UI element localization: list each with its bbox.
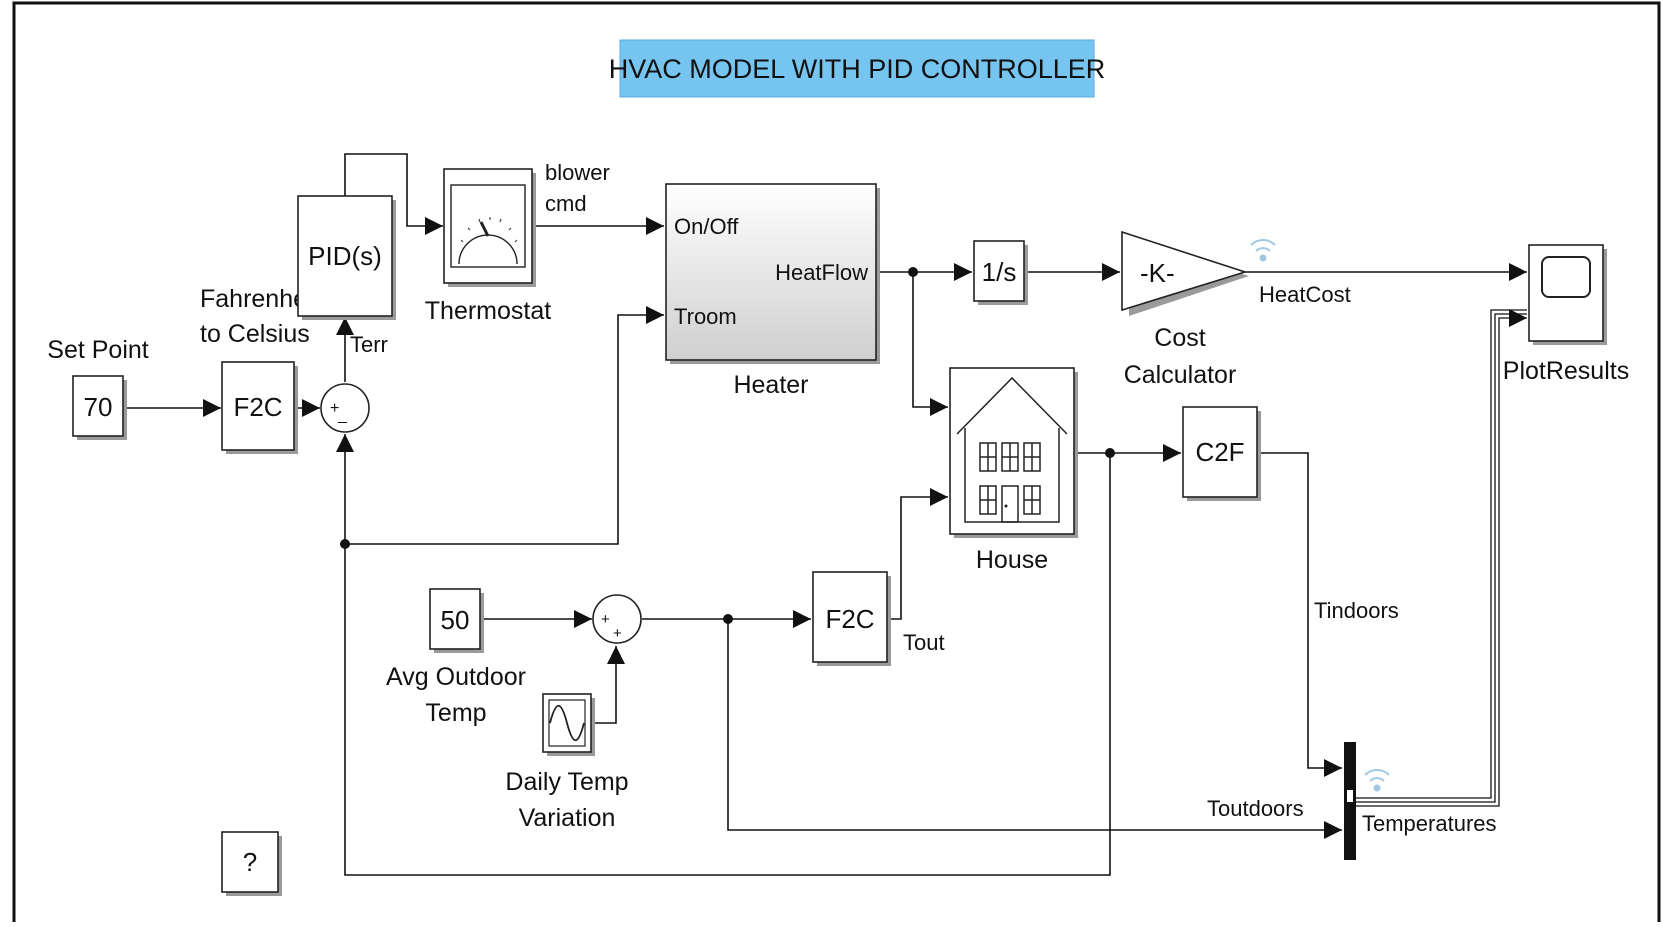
thermostat-block[interactable]: [443, 168, 536, 287]
pid-block-label: PID(s): [308, 241, 382, 271]
avg-outdoor-value: 50: [441, 605, 470, 635]
heater-port-troom: Troom: [674, 304, 737, 329]
setpoint-label: Set Point: [47, 336, 149, 364]
wire-heatflow-house: [912, 272, 948, 416]
heater-label: Heater: [733, 371, 808, 399]
wire-bus-b: [1354, 313, 1527, 803]
house-label: House: [976, 546, 1048, 574]
sum2-plus-sign-b: +: [613, 625, 622, 642]
integrator-label: 1/s: [982, 257, 1017, 287]
help-label: ?: [243, 847, 257, 877]
blower-label-line2: cmd: [545, 191, 587, 216]
branch-point: [723, 614, 733, 624]
branch-point: [340, 539, 350, 549]
f2c-outdoor-block[interactable]: F2C: [812, 571, 891, 666]
mux-logging-icon[interactable]: [1364, 769, 1390, 792]
wire-bus-a: [1354, 309, 1527, 799]
outer-frame: [12, 1, 1661, 927]
c2f-block[interactable]: C2F: [1182, 406, 1261, 501]
heater-port-heatflow: HeatFlow: [775, 260, 868, 285]
diagram-title: HVAC MODEL WITH PID CONTROLLER: [609, 54, 1106, 84]
f2c-name-line1: Fahrenhe: [200, 285, 307, 313]
help-block[interactable]: ?: [221, 831, 282, 896]
setpoint-value: 70: [84, 392, 113, 422]
tout-signal-label: Tout: [903, 630, 945, 655]
sine-wave-icon: [549, 704, 585, 742]
plot-results-label: PlotResults: [1503, 357, 1629, 385]
avg-outdoor-label-line1: Avg Outdoor: [386, 663, 526, 691]
cost-label-line2: Calculator: [1124, 361, 1237, 389]
house-block[interactable]: [949, 367, 1078, 538]
avg-outdoor-temp-block[interactable]: 50: [429, 588, 484, 653]
sum-block-outdoor[interactable]: + +: [592, 594, 642, 644]
wire-daily-sum2: [593, 646, 625, 724]
cost-gain-block[interactable]: -K-: [1121, 230, 1249, 316]
heatcost-signal-label: HeatCost: [1259, 282, 1351, 307]
wire-tout: [889, 488, 948, 620]
integrator-block[interactable]: 1/s: [973, 240, 1028, 305]
f2c-name-line2: to Celsius: [200, 320, 310, 348]
plot-results-scope[interactable]: [1528, 244, 1607, 345]
c2f-block-label: C2F: [1195, 437, 1244, 467]
terr-signal-label: Terr: [350, 332, 388, 357]
tindoors-signal-label: Tindoors: [1314, 598, 1399, 623]
heater-block[interactable]: On/Off Troom HeatFlow: [665, 183, 880, 364]
thermostat-label: Thermostat: [425, 297, 551, 325]
title-annotation[interactable]: HVAC MODEL WITH PID CONTROLLER: [609, 39, 1106, 98]
branch-point: [908, 267, 918, 277]
pid-controller-block[interactable]: PID(s): [297, 195, 396, 320]
house-icon: [956, 376, 1068, 523]
wire-bus-c: [1354, 309, 1527, 807]
temperatures-label: Temperatures: [1362, 811, 1497, 836]
daily-temp-label-line1: Daily Temp: [505, 768, 628, 796]
sum1-plus-sign: +: [330, 400, 339, 417]
f2c-outdoor-label: F2C: [825, 604, 874, 634]
sum1-minus-sign: _: [337, 407, 348, 424]
wire-pid-thermostat: [344, 153, 443, 235]
gain-label: -K-: [1140, 258, 1175, 288]
sum-block-error[interactable]: + _: [320, 383, 370, 433]
cost-label-line1: Cost: [1154, 324, 1205, 352]
avg-outdoor-label-line2: Temp: [425, 699, 486, 727]
daily-temp-label-line2: Variation: [519, 804, 616, 832]
wire-troom: [345, 306, 664, 545]
wire-tindoors: [1259, 452, 1342, 777]
f2c-block[interactable]: F2C: [221, 361, 298, 454]
signal-lines: [124, 153, 1527, 876]
wire-feedback-loop: [344, 453, 1111, 876]
signal-logging-icon[interactable]: [1250, 239, 1276, 262]
f2c-block-label: F2C: [233, 392, 282, 422]
sum2-plus-sign-a: +: [601, 611, 610, 628]
setpoint-block[interactable]: 70: [72, 375, 127, 440]
temperatures-mux-block[interactable]: [1344, 742, 1356, 860]
blower-label-line1: blower: [545, 160, 610, 185]
scope-screen-icon: [1541, 256, 1591, 298]
daily-temp-variation-block[interactable]: [542, 693, 595, 756]
wire-toutdoors: [727, 619, 1342, 839]
branch-point: [1105, 448, 1115, 458]
toutdoors-signal-label: Toutdoors: [1207, 796, 1304, 821]
heater-port-onoff: On/Off: [674, 214, 739, 239]
